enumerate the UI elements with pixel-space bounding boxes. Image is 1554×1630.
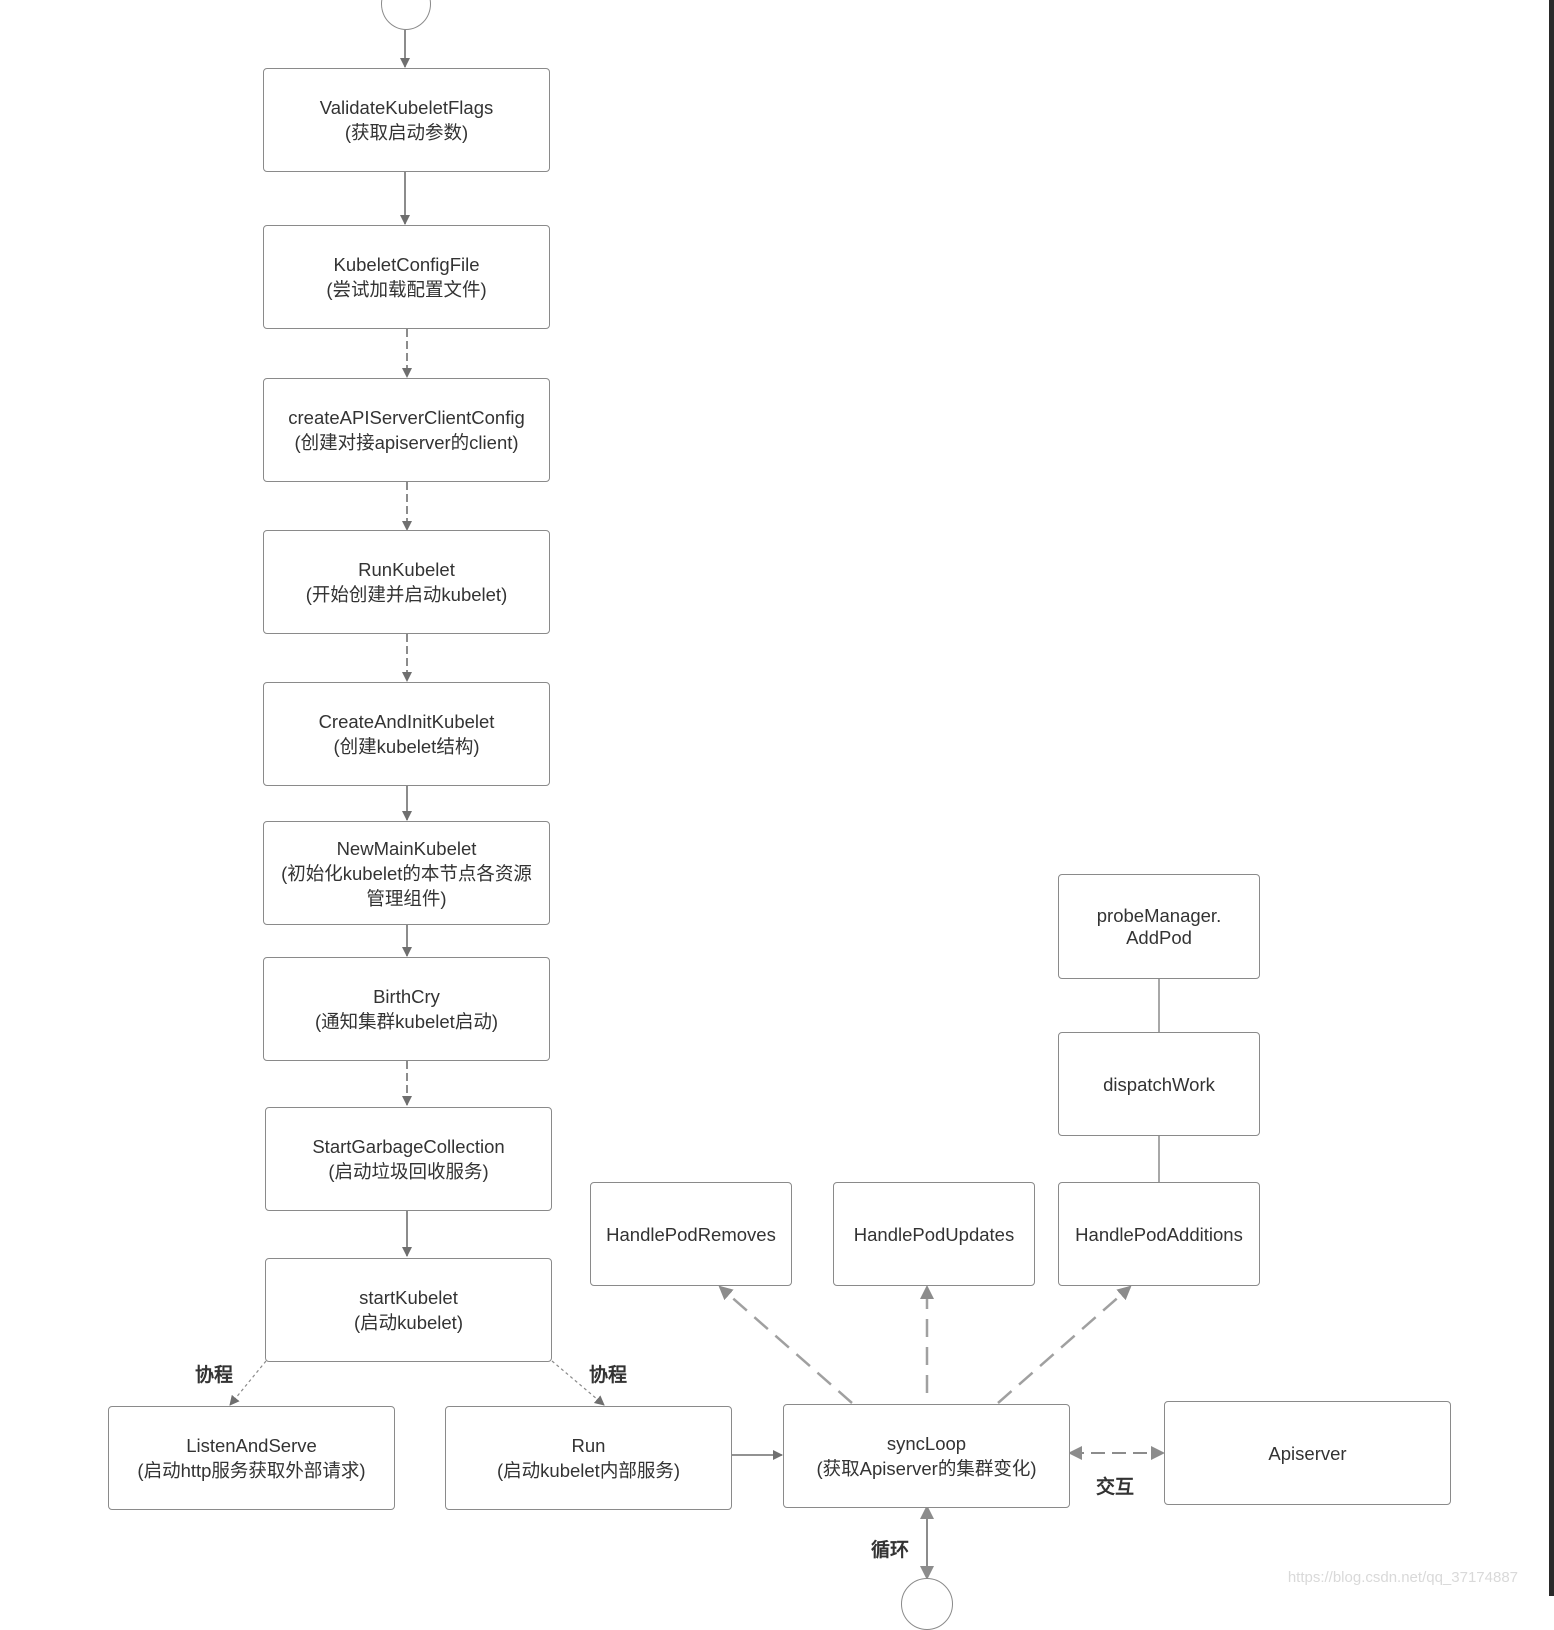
node-start-kubelet[interactable]: startKubelet (启动kubelet) bbox=[265, 1258, 552, 1362]
node-title: NewMainKubelet bbox=[336, 837, 477, 859]
edge-start-listen bbox=[229, 1360, 267, 1406]
node-apiserver[interactable]: Apiserver bbox=[1164, 1401, 1451, 1505]
node-title: probeManager. bbox=[1096, 904, 1222, 926]
node-desc: (启动kubelet内部服务) bbox=[497, 1460, 680, 1481]
node-desc: (创建kubelet结构) bbox=[333, 736, 480, 757]
node-start-garbage-collection[interactable]: StartGarbageCollection (启动垃圾回收服务) bbox=[265, 1107, 552, 1211]
node-title: KubeletConfigFile bbox=[333, 254, 480, 275]
node-title: RunKubelet bbox=[358, 559, 455, 580]
node-handle-pod-additions[interactable]: HandlePodAdditions bbox=[1058, 1182, 1260, 1286]
node-handle-pod-removes[interactable]: HandlePodRemoves bbox=[590, 1182, 792, 1286]
node-title: HandlePodRemoves bbox=[606, 1223, 776, 1245]
node-title: ListenAndServe bbox=[186, 1435, 317, 1456]
node-title: syncLoop bbox=[886, 1433, 967, 1454]
node-create-and-init-kubelet[interactable]: CreateAndInitKubelet (创建kubelet结构) bbox=[263, 682, 550, 786]
edge-syncloop-removes bbox=[718, 1285, 853, 1404]
node-kubelet-config-file[interactable]: KubeletConfigFile (尝试加载配置文件) bbox=[263, 225, 550, 329]
node-dispatch-work[interactable]: dispatchWork bbox=[1058, 1032, 1260, 1136]
node-title: dispatchWork bbox=[1103, 1073, 1215, 1095]
right-edge-border bbox=[1549, 0, 1554, 1596]
node-desc: (启动http服务获取外部请求) bbox=[137, 1460, 366, 1481]
node-title: Run bbox=[571, 1435, 606, 1456]
node-desc: (通知集群kubelet启动) bbox=[315, 1011, 498, 1032]
node-title: HandlePodUpdates bbox=[853, 1223, 1015, 1245]
node-desc: (尝试加载配置文件) bbox=[326, 279, 487, 300]
node-desc: (初始化kubelet的本节点各资源管理组件) bbox=[281, 862, 532, 909]
node-title: createAPIServerClientConfig bbox=[288, 407, 525, 428]
edge-label-loop: 循环 bbox=[871, 1540, 910, 1561]
node-validate-kubelet-flags[interactable]: ValidateKubeletFlags (获取启动参数) bbox=[263, 68, 550, 172]
node-new-main-kubelet[interactable]: NewMainKubelet (初始化kubelet的本节点各资源管理组件) bbox=[263, 821, 550, 925]
node-sync-loop[interactable]: syncLoop (获取Apiserver的集群变化) bbox=[783, 1404, 1070, 1508]
node-title: StartGarbageCollection bbox=[312, 1136, 505, 1157]
edge-label-coroutine-left: 协程 bbox=[195, 1365, 234, 1386]
node-desc: (开始创建并启动kubelet) bbox=[305, 584, 508, 605]
edge-syncloop-additions bbox=[997, 1285, 1132, 1404]
node-run-kubelet[interactable]: RunKubelet (开始创建并启动kubelet) bbox=[263, 530, 550, 634]
node-desc: (获取Apiserver的集群变化) bbox=[816, 1458, 1037, 1479]
node-title: HandlePodAdditions bbox=[1075, 1223, 1243, 1245]
edge-label-coroutine-right: 协程 bbox=[589, 1365, 628, 1386]
node-title: CreateAndInitKubelet bbox=[318, 711, 495, 732]
node-run[interactable]: Run (启动kubelet内部服务) bbox=[445, 1406, 732, 1510]
edge-label-interact: 交互 bbox=[1096, 1477, 1135, 1498]
node-desc: (启动垃圾回收服务) bbox=[328, 1161, 489, 1182]
node-probe-manager-add-pod[interactable]: probeManager. AddPod bbox=[1058, 874, 1260, 979]
node-handle-pod-updates[interactable]: HandlePodUpdates bbox=[833, 1182, 1035, 1286]
node-create-api-server-client-config[interactable]: createAPIServerClientConfig (创建对接apiserv… bbox=[263, 378, 550, 482]
node-title: ValidateKubeletFlags bbox=[319, 97, 494, 118]
connector-layer bbox=[229, 30, 1165, 1580]
node-listen-and-serve[interactable]: ListenAndServe (启动http服务获取外部请求) bbox=[108, 1406, 395, 1510]
node-title: BirthCry bbox=[373, 986, 440, 1007]
node-desc: (获取启动参数) bbox=[344, 122, 469, 143]
node-title: startKubelet bbox=[359, 1287, 458, 1308]
node-desc: (启动kubelet) bbox=[354, 1312, 463, 1333]
watermark-text: https://blog.csdn.net/qq_37174887 bbox=[1287, 1569, 1518, 1586]
node-desc: (创建对接apiserver的client) bbox=[294, 432, 519, 453]
node-birth-cry[interactable]: BirthCry (通知集群kubelet启动) bbox=[263, 957, 550, 1061]
node-title: Apiserver bbox=[1268, 1442, 1347, 1464]
node-desc: AddPod bbox=[1126, 926, 1192, 948]
flowchart-canvas: ValidateKubeletFlags (获取启动参数) KubeletCon… bbox=[108, 0, 1554, 1630]
loop-terminal bbox=[901, 1578, 953, 1630]
edge-start-run bbox=[551, 1360, 605, 1406]
